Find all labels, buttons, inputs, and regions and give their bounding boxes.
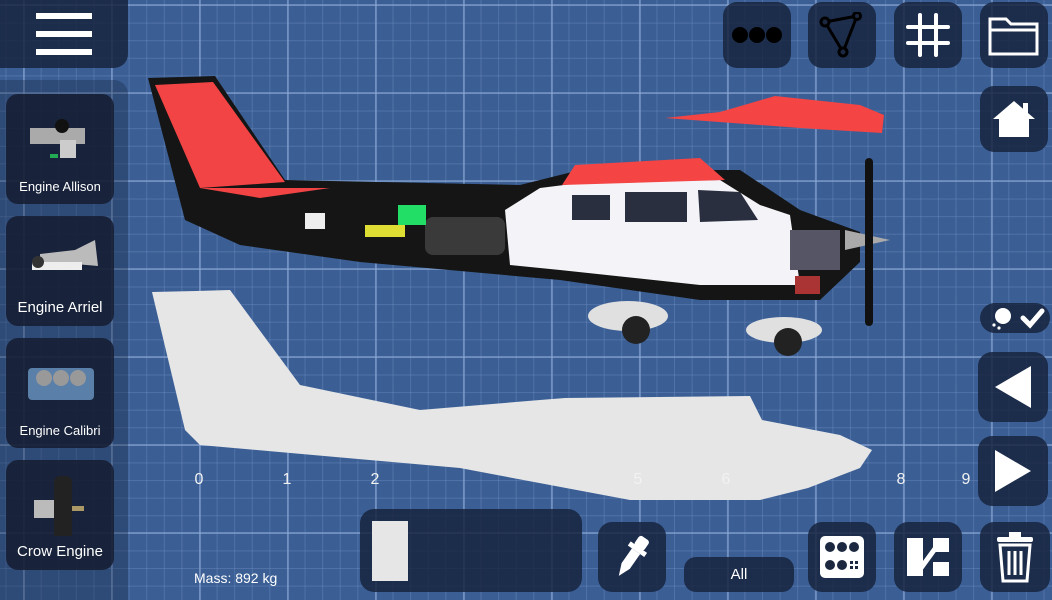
trash-icon (997, 532, 1033, 583)
layer-filter-dropdown[interactable]: All (684, 557, 794, 592)
next-button[interactable] (978, 436, 1048, 506)
more-icon (732, 27, 782, 43)
parts-palette-button[interactable] (808, 522, 876, 592)
mass-readout: Mass: 892 kg (194, 570, 278, 586)
symmetry-toggle[interactable] (980, 303, 1050, 333)
home-button[interactable] (980, 86, 1048, 152)
grid-toggle-button[interactable] (894, 2, 962, 68)
triangle-right-icon (995, 450, 1031, 492)
layer-filter-label: All (730, 566, 748, 583)
turboshaft-engine-icon (30, 119, 85, 158)
ruler-label: 6 (721, 471, 731, 488)
wing-red-part[interactable] (665, 96, 884, 133)
part-label: Engine Calibri (19, 423, 101, 438)
ruler-label: 8 (896, 471, 906, 488)
connect-parts-button[interactable] (894, 522, 962, 592)
part-engine-calibri[interactable]: Engine Calibri (6, 338, 114, 448)
selected-fuselage-outline[interactable] (152, 290, 872, 500)
hamburger-icon (36, 13, 92, 55)
open-file-button[interactable] (980, 2, 1048, 68)
part-crow-engine[interactable]: Crow Engine (6, 460, 114, 570)
eyedropper-button[interactable] (598, 522, 666, 592)
folder-icon (988, 17, 1039, 56)
eyedropper-icon (618, 535, 649, 576)
turboshaft-engine-icon (32, 240, 98, 270)
delete-button[interactable] (980, 522, 1050, 592)
part-label: Engine Allison (19, 179, 101, 194)
part-label: Engine Arriel (17, 299, 103, 316)
more-button[interactable] (723, 2, 791, 68)
ruler-label: 2 (370, 471, 380, 488)
color-swatch-panel[interactable] (360, 509, 582, 592)
parts-sidebar[interactable]: Engine Allison Engine Arriel Engine Cali… (0, 80, 128, 600)
part-engine-allison[interactable]: Engine Allison (6, 94, 114, 204)
ruler-label: 5 (633, 471, 643, 488)
selected-color-swatch[interactable] (372, 520, 408, 581)
menu-button[interactable] (0, 0, 128, 68)
home-icon (993, 101, 1035, 137)
polygon-tool-button[interactable] (808, 2, 876, 68)
ruler-label: 9 (961, 471, 971, 488)
triangle-left-icon (995, 366, 1031, 408)
part-engine-arriel[interactable]: Engine Arriel (6, 216, 114, 326)
parts-palette-icon (820, 536, 864, 578)
aircraft[interactable] (148, 76, 890, 356)
part-label: Crow Engine (17, 543, 103, 560)
ruler-label: 1 (282, 471, 292, 488)
radial-engine-icon (34, 476, 84, 536)
connection-icon (907, 538, 949, 576)
piston-engine-icon (28, 368, 94, 400)
grid-icon (906, 13, 950, 57)
polygon-tool-icon (819, 12, 862, 58)
previous-button[interactable] (978, 352, 1048, 422)
paint-toggle-icon (992, 308, 1045, 330)
ruler-label: 0 (194, 471, 204, 488)
